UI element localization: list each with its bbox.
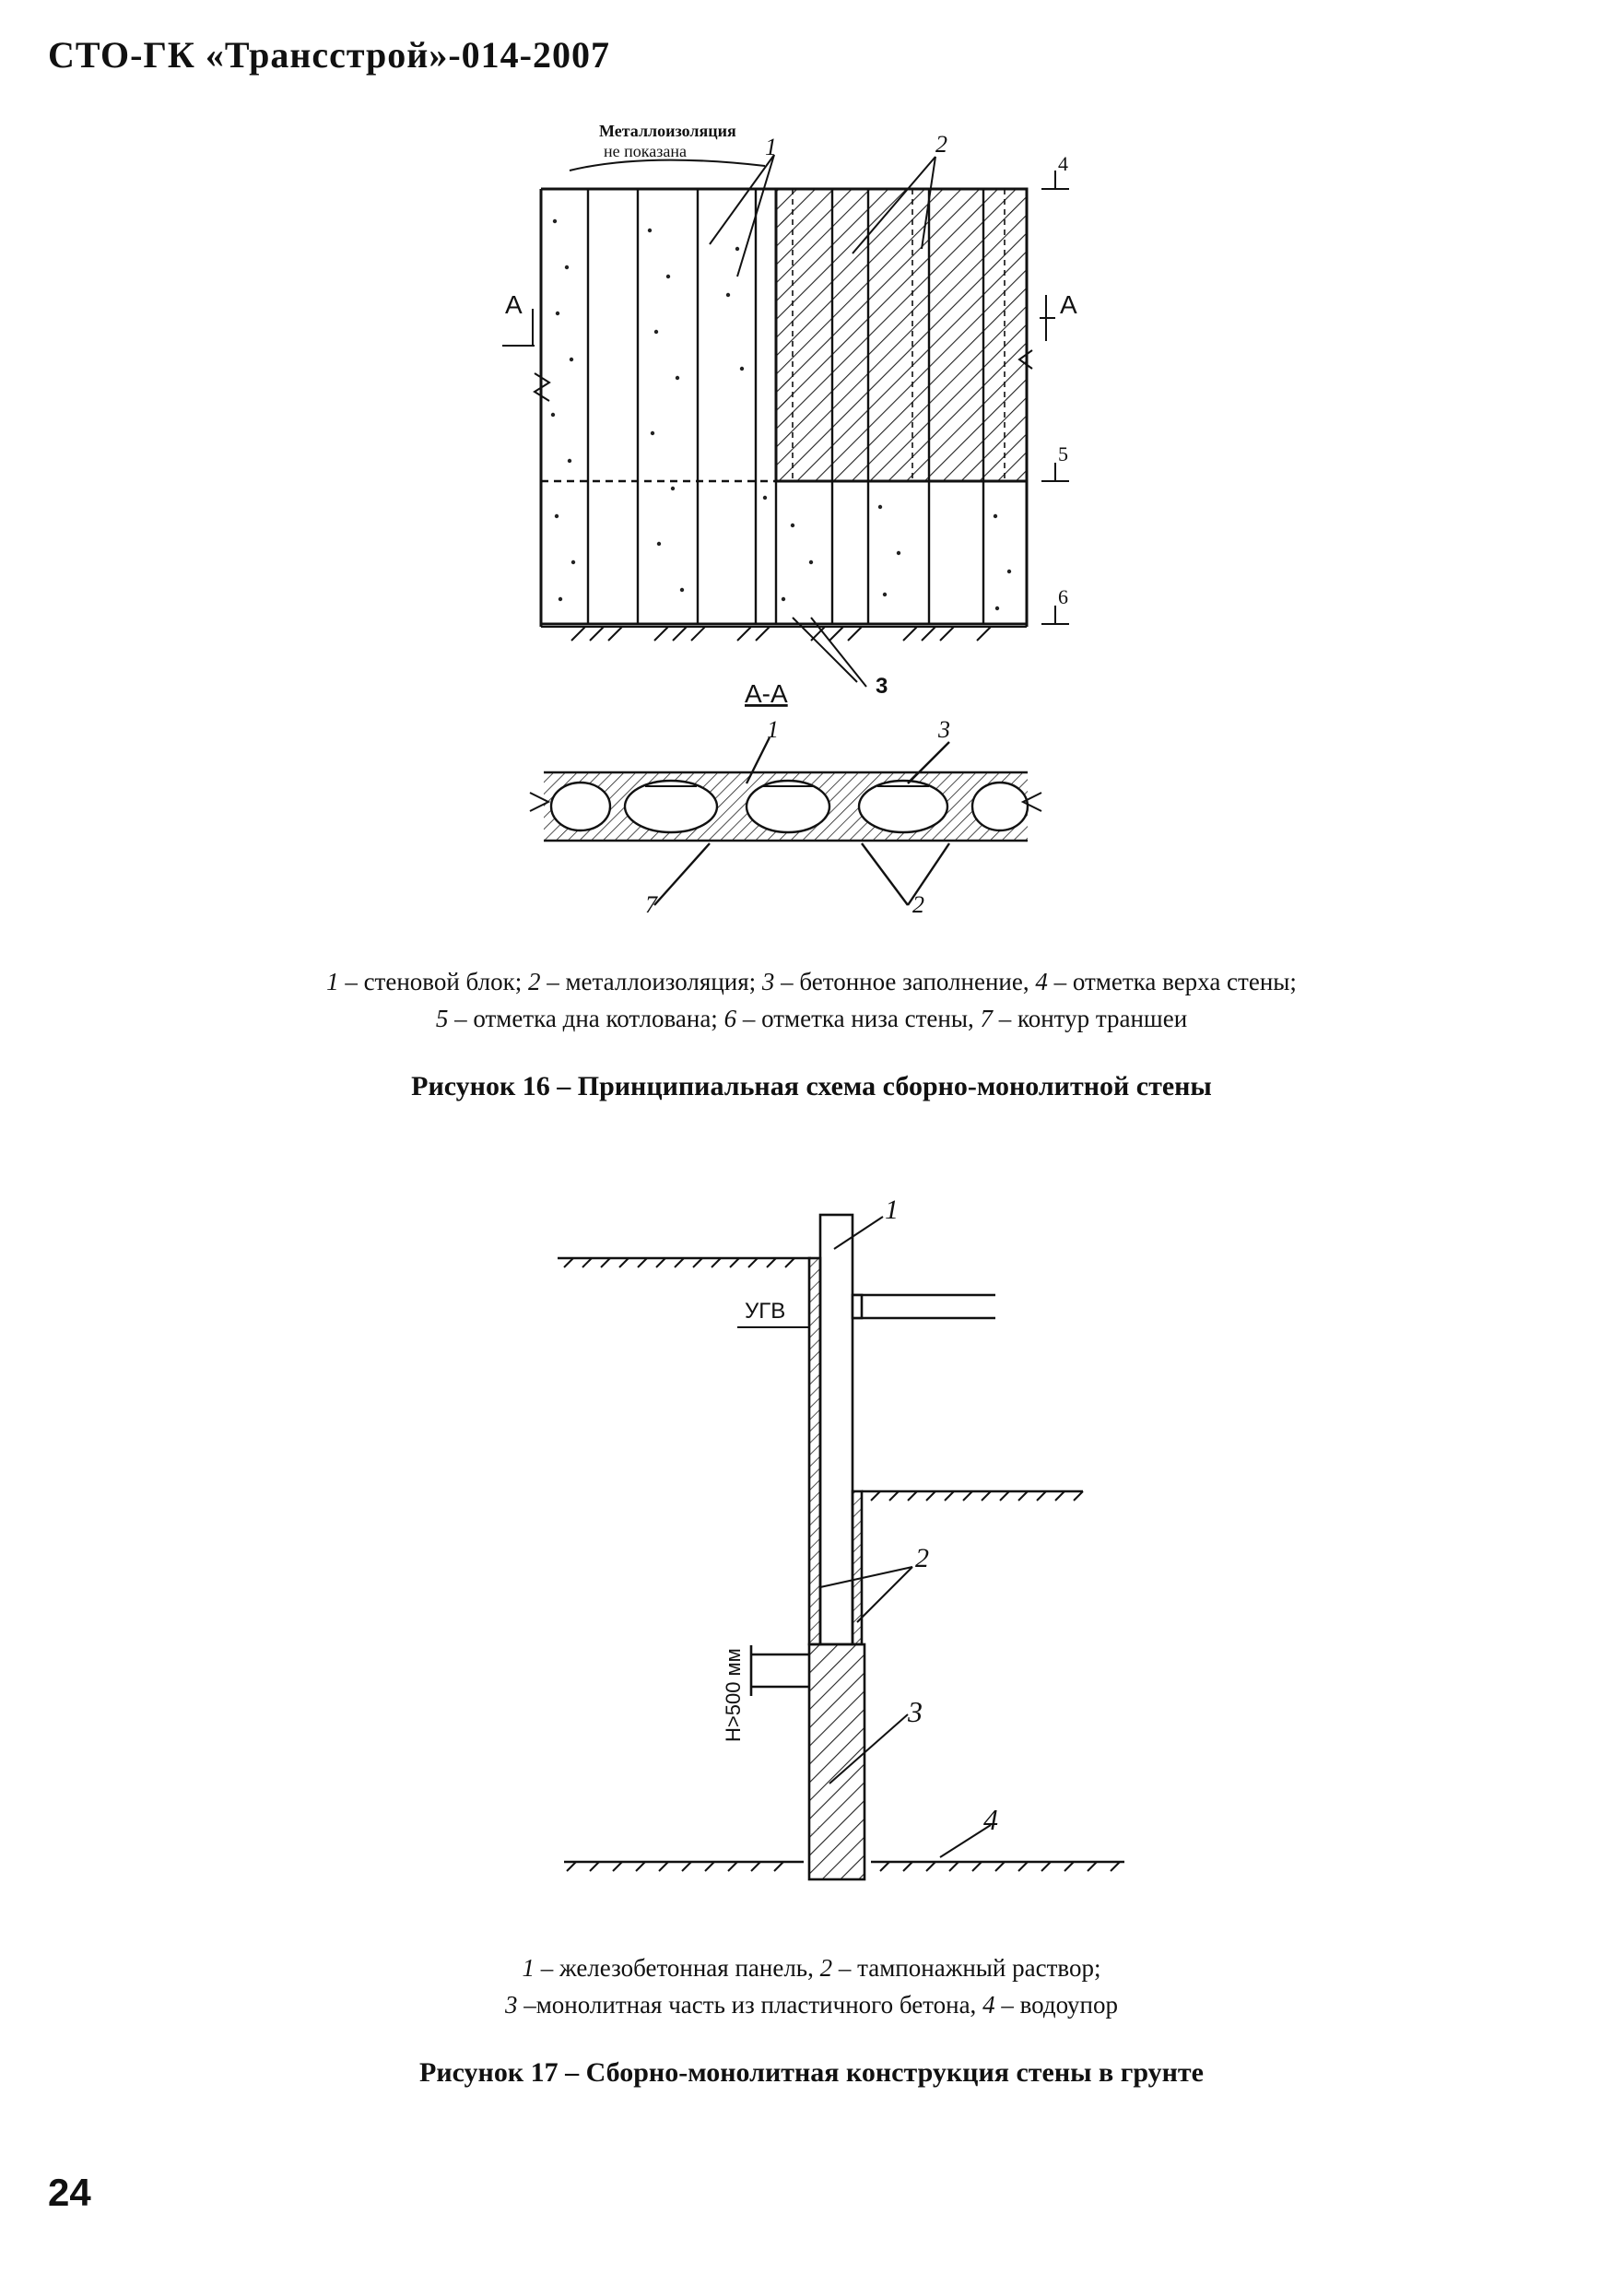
legend-item-text: – отметка верха стены; — [1047, 968, 1297, 995]
figure17-ground-hatch — [563, 1257, 1121, 1872]
figure16-concrete-dots — [550, 218, 1012, 611]
legend-item-number: 1 — [326, 968, 339, 995]
fig17-label-4: 4 — [983, 1803, 998, 1836]
legend-item-number: 1 — [522, 1954, 535, 1982]
legend-item-text: – металлоизоляция; — [540, 968, 762, 995]
section-title: А-А — [745, 679, 788, 708]
section-mark-right: А — [1060, 290, 1077, 319]
fig16-section-label-1: 1 — [767, 716, 779, 743]
legend-item-text: – бетонное заполнение, — [774, 968, 1036, 995]
legend-item-number: 3 — [761, 968, 775, 995]
fig16-label-2: 2 — [935, 131, 947, 158]
legend-item-number: 2 — [527, 968, 541, 995]
figure16-elevation — [533, 187, 1033, 628]
fig17-label-3: 3 — [907, 1695, 923, 1728]
metal-insulation-note-line2: не показана — [604, 142, 687, 160]
metal-insulation-note-line1: Металлоизоляция — [599, 122, 736, 140]
legend-item-text: – тампонажный раствор; — [832, 1954, 1101, 1982]
metal-insulation-region — [774, 187, 1029, 483]
legend-item-number: 2 — [819, 1954, 833, 1982]
legend-item-number: 5 — [435, 1005, 449, 1032]
section-mark-left: А — [505, 290, 523, 319]
legend-item-number: 6 — [723, 1005, 737, 1032]
figure16-legend-line2: 5 – отметка дна котлована; 6 – отметка н… — [0, 1000, 1623, 1037]
figure17-legend-line2: 3 –монолитная часть из пластичного бетон… — [0, 1986, 1623, 2023]
fig16-label-3: 3 — [876, 674, 888, 699]
legend-item-number: 4 — [982, 1991, 995, 2019]
figure17-drawing — [558, 1213, 1124, 1881]
fig16-label-5: 5 — [1058, 442, 1068, 465]
fig16-label-6: 6 — [1058, 585, 1068, 608]
figure16-section — [529, 736, 1042, 906]
figure17-legend-line1: 1 – железобетонная панель, 2 – тампонажн… — [0, 1949, 1623, 1986]
figure16-ground-hatch — [570, 626, 992, 642]
figure16-legend-line1: 1 – стеновой блок; 2 – металлоизоляция; … — [0, 963, 1623, 1000]
legend-item-text: –монолитная часть из пластичного бетона, — [517, 1991, 983, 2019]
fig16-section-label-2: 2 — [912, 891, 924, 918]
legend-item-number: 4 — [1035, 968, 1048, 995]
fig16-label-1: 1 — [765, 134, 777, 160]
groundwater-level-label: УГВ — [745, 1299, 785, 1324]
fig17-label-1: 1 — [885, 1195, 899, 1225]
legend-item-text: – контур траншеи — [992, 1005, 1188, 1032]
fig16-label-4: 4 — [1058, 152, 1068, 175]
fig16-section-label-7: 7 — [645, 891, 658, 918]
legend-item-text: – железобетонная панель, — [535, 1954, 820, 1982]
legend-item-text: – стеновой блок; — [338, 968, 528, 995]
figure16-leaders — [502, 154, 1069, 688]
fig17-label-2: 2 — [915, 1543, 929, 1573]
legend-item-text: – водоупор — [994, 1991, 1119, 2019]
document-code-header: СТО-ГК «Трансстрой»-014-2007 — [48, 34, 610, 76]
figure17-caption: Рисунок 17 – Сборно-монолитная конструкц… — [419, 2057, 1204, 2088]
figure16-caption: Рисунок 16 – Принципиальная схема сборно… — [411, 1071, 1212, 1101]
legend-item-text: – отметка низа стены, — [736, 1005, 981, 1032]
fig16-section-label-3: 3 — [937, 716, 950, 743]
legend-item-number: 7 — [980, 1005, 993, 1032]
legend-item-number: 3 — [504, 1991, 518, 2019]
page-number: 24 — [48, 2171, 91, 2214]
legend-item-text: – отметка дна котлована; — [448, 1005, 724, 1032]
height-dimension-label: Н>500 мм — [722, 1648, 745, 1742]
